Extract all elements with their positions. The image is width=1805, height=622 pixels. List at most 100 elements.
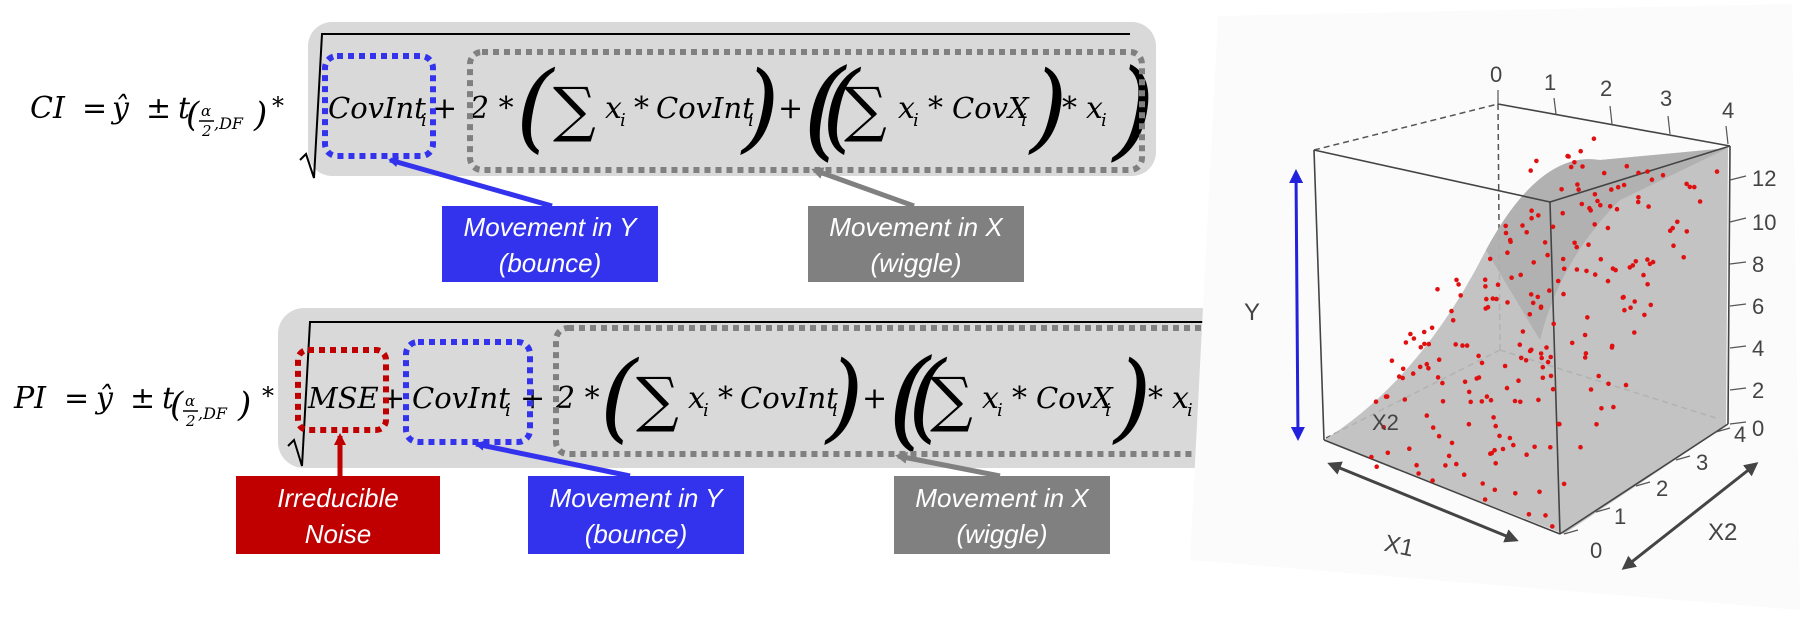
scatter-point [1373,399,1379,405]
ci-lparen1: ( [516,51,556,163]
scatter-point [1507,435,1513,441]
scatter-point [1671,243,1676,248]
pi-times: * [262,382,274,410]
scatter-point [1575,182,1580,187]
scatter-point [1443,463,1448,468]
scatter-point [1605,225,1611,231]
scatter-point [1635,199,1641,205]
scatter-point [1482,277,1488,283]
scatter-point [1601,170,1607,176]
scatter-point [1429,325,1435,331]
scatter-point [1529,215,1534,221]
plot-right-ticks: 12 10 8 6 4 2 0 [1729,166,1776,441]
scatter-point [1384,394,1390,399]
pi-x-label-line2: (wiggle) [956,519,1047,549]
pi-y-label-line2: (bounce) [585,519,688,549]
scatter-point [1598,256,1604,262]
scatter-point [1584,268,1589,274]
scatter-point [1511,442,1516,448]
scatter-point [1517,342,1523,348]
ci-x-label-line2: (wiggle) [870,248,961,278]
pi-noise-label-box [236,476,440,554]
scatter-point [1605,278,1611,284]
scatter-point [1456,282,1461,287]
ci-times: * [272,92,284,120]
scatter-point [1545,359,1551,365]
x2-tick-1: 1 [1614,504,1626,529]
x2-axis-label: X2 [1708,519,1737,546]
scatter-point [1436,357,1442,363]
pi-pm: ± [130,381,155,416]
pi-plus2: + [862,381,887,416]
ci-two: 2 [201,122,212,140]
scatter-point [1578,444,1583,450]
scatter-point [1548,445,1553,450]
scatter-point [1526,512,1532,517]
scatter-point [1621,182,1627,188]
scatter-point [1550,224,1556,230]
plot-top-ticks: 0 1 2 3 4 [1490,62,1734,145]
pi-x1: x [688,381,705,416]
scatter-point [1692,184,1697,190]
scatter-point [1609,187,1614,192]
scatter-point [1647,261,1653,267]
ci-covint: CovInt [328,91,426,125]
scatter-point [1540,375,1546,381]
scatter-point [1505,300,1510,305]
scatter-point [1508,239,1513,244]
scatter-point [1416,471,1421,476]
scatter-point [1516,378,1521,384]
scatter-point [1536,213,1541,218]
ci-x2-sub: i [913,110,919,131]
scatter-point [1520,329,1526,334]
scatter-point [1583,351,1589,356]
scatter-point [1576,187,1581,192]
ci-lparen3: ( [822,51,862,163]
scatter-point [1548,354,1553,360]
plot-surface-shade [1486,148,1728,340]
pi-alpha: α [185,392,195,410]
pi-x2-sub: i [997,400,1003,421]
scatter-point [1524,230,1529,235]
pi-covint: CovInt [412,381,510,415]
scatter-point [1502,363,1508,369]
scatter-point [1435,287,1440,292]
ci-x2: x [898,91,915,126]
ci-pm: ± [146,91,171,126]
top-tick-3: 3 [1660,86,1672,111]
right-tick-0: 0 [1752,416,1764,441]
pi-y-label-box [528,476,744,554]
scatter-point [1414,462,1419,468]
scatter-point [1574,267,1580,272]
top-tick-1: 1 [1544,70,1556,95]
pi-lhs: PI [13,381,47,416]
scatter-point [1538,305,1544,311]
scatter-point [1648,302,1654,308]
scatter-point [1714,169,1720,174]
scatter-point [1582,355,1588,360]
scatter-point [1681,254,1686,260]
scatter-point [1630,263,1636,268]
scatter-point [1530,300,1536,306]
scatter-point [1527,312,1533,317]
scatter-point [1544,345,1549,350]
scatter-point [1559,187,1564,192]
scatter-point [1645,282,1650,287]
scatter-point [1464,343,1470,348]
scatter-point [1424,413,1430,418]
ci-covx: CovX [952,91,1030,125]
scatter-point [1569,340,1575,346]
scatter-point [1613,267,1618,273]
scatter-point [1458,293,1463,298]
scatter-point [1480,481,1485,486]
top-tick-4: 4 [1722,98,1734,123]
scatter-point [1550,386,1556,392]
scatter-point [1494,296,1499,302]
scatter-point [1490,296,1496,301]
scatter-point [1599,406,1604,411]
scatter-point [1417,364,1423,370]
scatter-point [1588,387,1594,392]
pi-lparen2: ( [888,337,933,462]
scatter-point [1518,355,1524,361]
scatter-point [1565,153,1570,159]
